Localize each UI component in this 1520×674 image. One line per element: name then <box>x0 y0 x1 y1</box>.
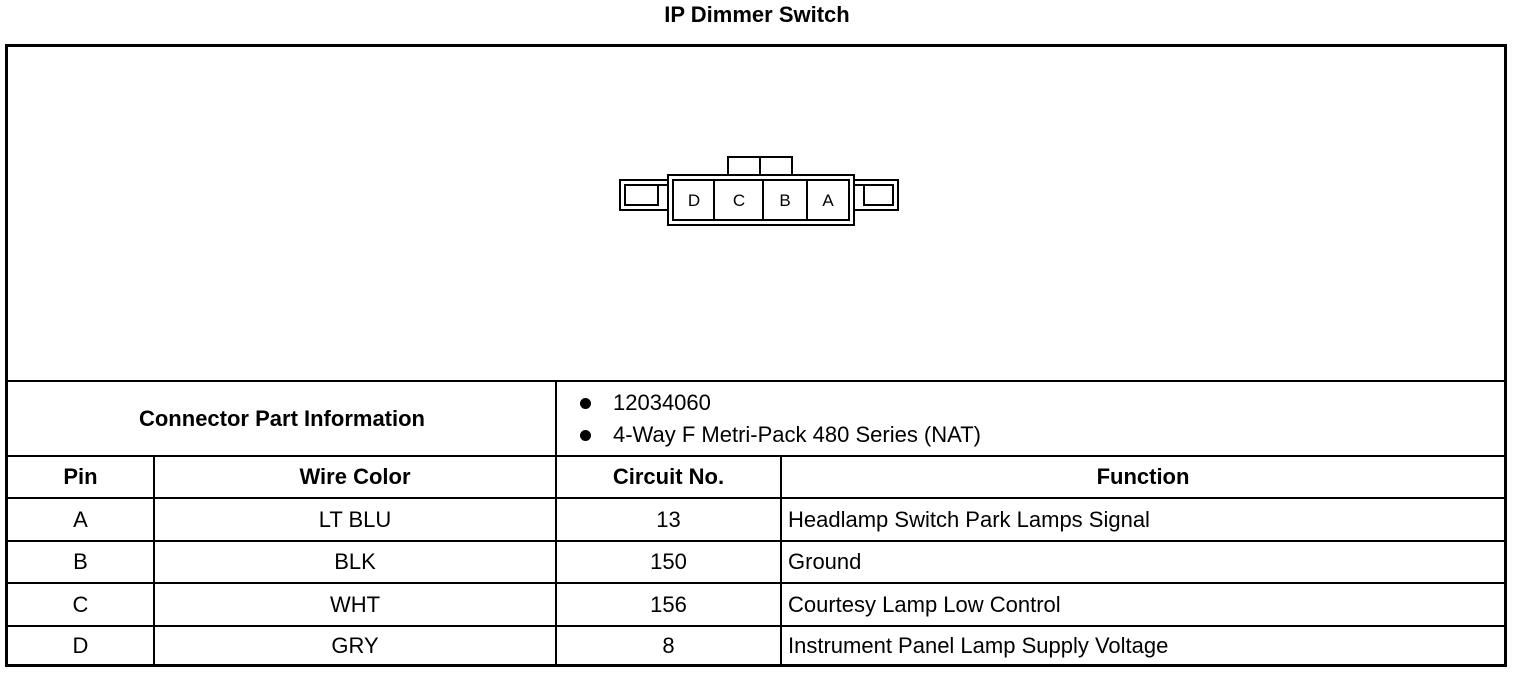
table-cell-pin: D <box>72 632 89 658</box>
connector-left-wing <box>619 179 668 211</box>
connector-diagram: D C B A <box>8 47 1504 381</box>
pin-label-d: D <box>688 191 700 210</box>
table-cell-wire-color: GRY <box>331 632 379 658</box>
table-cell-function: Ground <box>788 549 862 574</box>
bullet-icon <box>580 397 591 409</box>
table-cell-pin: B <box>73 549 88 574</box>
table-cell-function: Courtesy Lamp Low Control <box>788 591 1061 617</box>
table-cell-circuit: 13 <box>656 506 681 532</box>
table-cell-wire-color: WHT <box>329 591 381 617</box>
pin-label-b: B <box>779 191 790 210</box>
divider-diagram <box>8 380 1504 382</box>
table-cell-circuit: 156 <box>650 591 687 617</box>
part-number: 12034060 <box>613 390 711 415</box>
column-header-function: Function <box>1096 464 1190 489</box>
connector-face-drawing: D C B A <box>619 156 899 226</box>
divider-part-info <box>8 455 1504 457</box>
table-cell-circuit: 150 <box>650 549 687 574</box>
list-item: 12034060 <box>580 387 981 419</box>
table-cell-wire-color: BLK <box>334 549 376 574</box>
divider-row-c <box>8 625 1504 627</box>
table-cell-function: Headlamp Switch Park Lamps Signal <box>788 506 1150 532</box>
connector-table-frame: D C B A Connector Part Information 12034… <box>5 44 1507 667</box>
table-cell-pin: C <box>72 591 89 617</box>
connector-part-info-label: Connector Part Information <box>138 406 425 431</box>
column-header-circuit-no: Circuit No. <box>612 464 725 489</box>
connector-body <box>667 174 855 226</box>
connector-right-wing <box>854 179 899 211</box>
divider-row-b <box>8 582 1504 584</box>
table-cell-pin: A <box>73 506 88 532</box>
connector-part-info-list: 12034060 4-Way F Metri-Pack 480 Series (… <box>580 387 981 451</box>
pin-label-a: A <box>822 191 834 210</box>
bullet-icon <box>580 429 591 441</box>
divider-col-pin <box>153 455 155 664</box>
divider-col-circuit <box>780 455 782 664</box>
list-item: 4-Way F Metri-Pack 480 Series (NAT) <box>580 419 981 451</box>
table-cell-circuit: 8 <box>662 632 675 658</box>
connector-description: 4-Way F Metri-Pack 480 Series (NAT) <box>613 422 981 447</box>
divider-header <box>8 497 1504 499</box>
divider-row-a <box>8 540 1504 542</box>
connector-cavity-row <box>672 179 850 221</box>
divider-col-info <box>555 380 557 664</box>
table-cell-function: Instrument Panel Lamp Supply Voltage <box>788 632 1169 658</box>
column-header-pin: Pin <box>63 464 98 489</box>
table-cell-wire-color: LT BLU <box>318 506 392 532</box>
pin-label-c: C <box>733 191 745 210</box>
page-title: IP Dimmer Switch <box>664 2 850 27</box>
column-header-wire-color: Wire Color <box>299 464 411 489</box>
